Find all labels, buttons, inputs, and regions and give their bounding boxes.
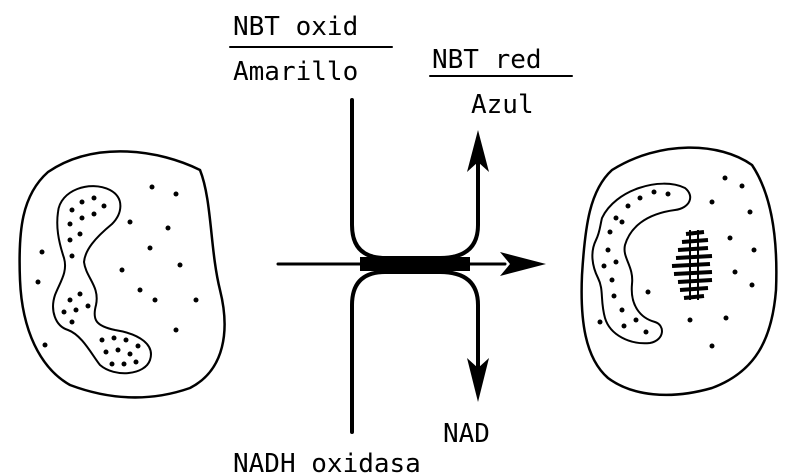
granule [104, 350, 109, 355]
deposit-stroke [686, 232, 704, 234]
granule [43, 343, 48, 348]
granule [626, 204, 631, 209]
granule [68, 238, 73, 243]
granule [68, 222, 73, 227]
granule [70, 208, 75, 213]
granule [638, 196, 643, 201]
granule [602, 264, 607, 269]
granule [40, 250, 45, 255]
granule [723, 176, 728, 181]
granule [116, 348, 121, 353]
granule [688, 318, 693, 323]
nbt-oxid-label-group: NBT oxid Amarillo [230, 12, 392, 87]
granule [724, 316, 729, 321]
granule [612, 294, 617, 299]
granule [620, 308, 625, 313]
granule [128, 352, 133, 357]
granule [110, 362, 115, 367]
granule [74, 308, 79, 313]
granule [150, 185, 155, 190]
granule [598, 320, 603, 325]
granule [646, 290, 651, 295]
granule [174, 192, 179, 197]
transformation-arrowhead-icon [500, 252, 546, 276]
granule [606, 248, 611, 253]
left-neutrophil-cell [20, 151, 225, 397]
deposit-stroke [674, 272, 712, 274]
granule [614, 260, 619, 265]
nbt-reduction-path [352, 100, 478, 258]
granule [122, 362, 127, 367]
nad-label: NAD [443, 419, 490, 449]
granule [178, 263, 183, 268]
granule [666, 192, 671, 197]
granule [80, 216, 85, 221]
granule [70, 254, 75, 259]
azul-label: Azul [471, 90, 534, 120]
left-cell-membrane [20, 151, 225, 397]
reaction-junction [360, 257, 470, 271]
granule [102, 204, 107, 209]
granule [748, 210, 753, 215]
granule [36, 280, 41, 285]
granule [112, 336, 117, 341]
granule [78, 232, 83, 237]
nadh-oxidasa-label: NADH oxidasa [233, 449, 421, 476]
right-neutrophil-cell [582, 148, 777, 395]
granule [124, 338, 129, 343]
right-cell-nucleus [592, 184, 690, 344]
deposit-stroke [678, 248, 708, 250]
granule [610, 278, 615, 283]
granule [710, 344, 715, 349]
granule [128, 220, 133, 225]
granule [134, 360, 139, 365]
nbt-red-label-group: NBT red Azul [430, 45, 572, 120]
granule [652, 190, 657, 195]
granule [733, 270, 738, 275]
granule [740, 184, 745, 189]
granule [614, 216, 619, 221]
granule [136, 344, 141, 349]
formazan-deposit [672, 230, 712, 300]
granule [634, 318, 639, 323]
granule [166, 226, 171, 231]
deposit-stroke [678, 280, 712, 282]
granule [68, 298, 73, 303]
right-nucleus-granules [602, 190, 671, 335]
granule [752, 248, 757, 253]
granule [86, 304, 91, 309]
left-cytoplasm-granules [36, 185, 199, 348]
granule [120, 268, 125, 273]
granule [80, 200, 85, 205]
granule [138, 288, 143, 293]
deposit-stroke [680, 288, 708, 290]
granule [100, 338, 105, 343]
granule [608, 230, 613, 235]
nbt-oxid-label: NBT oxid [233, 12, 358, 42]
granule [62, 310, 67, 315]
right-cytoplasm-granules [598, 176, 757, 349]
deposit-stroke [684, 296, 704, 298]
granule [153, 298, 158, 303]
nadh-oxidation-path [352, 272, 478, 432]
granule [620, 220, 625, 225]
deposit-stroke [682, 240, 708, 242]
granule [92, 212, 97, 217]
granule [78, 292, 83, 297]
granule [148, 246, 153, 251]
granule [728, 236, 733, 241]
granule [644, 330, 649, 335]
granule [750, 283, 755, 288]
deposit-stroke [676, 256, 712, 258]
nbt-red-label: NBT red [432, 45, 542, 75]
granule [710, 200, 715, 205]
granule [70, 320, 75, 325]
granule [174, 328, 179, 333]
granule [92, 196, 97, 201]
granule [194, 298, 199, 303]
granule [622, 324, 627, 329]
amarillo-label: Amarillo [233, 57, 358, 87]
